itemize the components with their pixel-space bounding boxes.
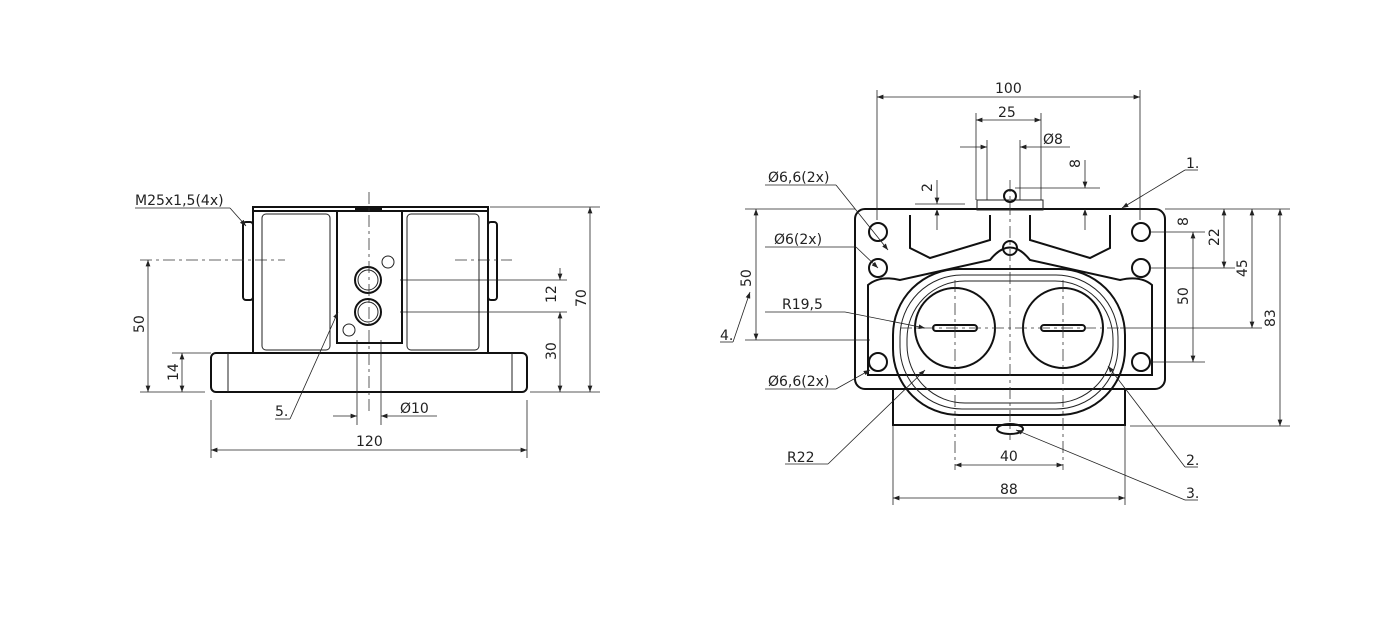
- dim-8-right-label: 8: [1176, 217, 1192, 226]
- side-housing: [210, 206, 528, 393]
- dia8-label: Ø8: [1043, 132, 1063, 148]
- dim-120-label: 120: [356, 434, 383, 450]
- item-3-label: 3.: [1186, 486, 1199, 502]
- upper-bore: [354, 266, 382, 294]
- dim-30-label: 30: [544, 342, 560, 360]
- dim-45-label: 45: [1235, 259, 1251, 277]
- dim-25-label: 25: [998, 105, 1016, 121]
- dim-50-label: 50: [132, 315, 148, 333]
- front-centerlines: [900, 180, 1120, 470]
- item-5-label: 5.: [275, 404, 288, 420]
- dim-8-top-label: 8: [1068, 159, 1084, 168]
- dia10-label: Ø10: [400, 401, 429, 417]
- dim-22-label: 22: [1207, 228, 1223, 246]
- dim-14-label: 14: [166, 363, 182, 381]
- item-4-label: 4.: [720, 328, 733, 344]
- hole-66-top-label: Ø6,6(2x): [768, 170, 829, 186]
- r22-label: R22: [787, 450, 815, 466]
- dim-70-label: 70: [574, 289, 590, 307]
- hole-66-bottom-label: Ø6,6(2x): [768, 374, 829, 390]
- side-centerlines: [140, 192, 512, 415]
- dim-50-right-label: 50: [1176, 287, 1192, 305]
- thread-label: M25x1,5(4x): [135, 193, 224, 209]
- lower-bore: [354, 298, 382, 326]
- front-view: 100 25 Ø8 8 2 Ø6,6(2x) Ø6(2x) R19,5 Ø6,6…: [720, 81, 1290, 505]
- r19-5-label: R19,5: [782, 297, 823, 313]
- side-dimensions: [135, 206, 600, 458]
- item-1-label: 1.: [1186, 156, 1199, 172]
- right-gland: [487, 221, 498, 301]
- dim-88-label: 88: [1000, 482, 1018, 498]
- dim-50-left-label: 50: [739, 269, 755, 287]
- side-view: M25x1,5(4x) 5. Ø10 120 70 12 30 50 14: [132, 192, 600, 458]
- mounting-holes: [868, 222, 1151, 372]
- dim-12-label: 12: [544, 285, 560, 303]
- front-labels: 100 25 Ø8 8 2 Ø6,6(2x) Ø6(2x) R19,5 Ø6,6…: [720, 81, 1279, 502]
- dim-83-label: 83: [1263, 309, 1279, 327]
- hole-6-label: Ø6(2x): [774, 232, 822, 248]
- dim-100-label: 100: [995, 81, 1022, 97]
- item-2-label: 2.: [1186, 453, 1199, 469]
- dim-2-label: 2: [920, 183, 936, 192]
- front-dimensions: [720, 90, 1290, 505]
- dim-40-label: 40: [1000, 449, 1018, 465]
- side-labels: M25x1,5(4x) 5. Ø10 120 70 12 30 50 14: [132, 193, 590, 450]
- left-gland: [242, 221, 254, 301]
